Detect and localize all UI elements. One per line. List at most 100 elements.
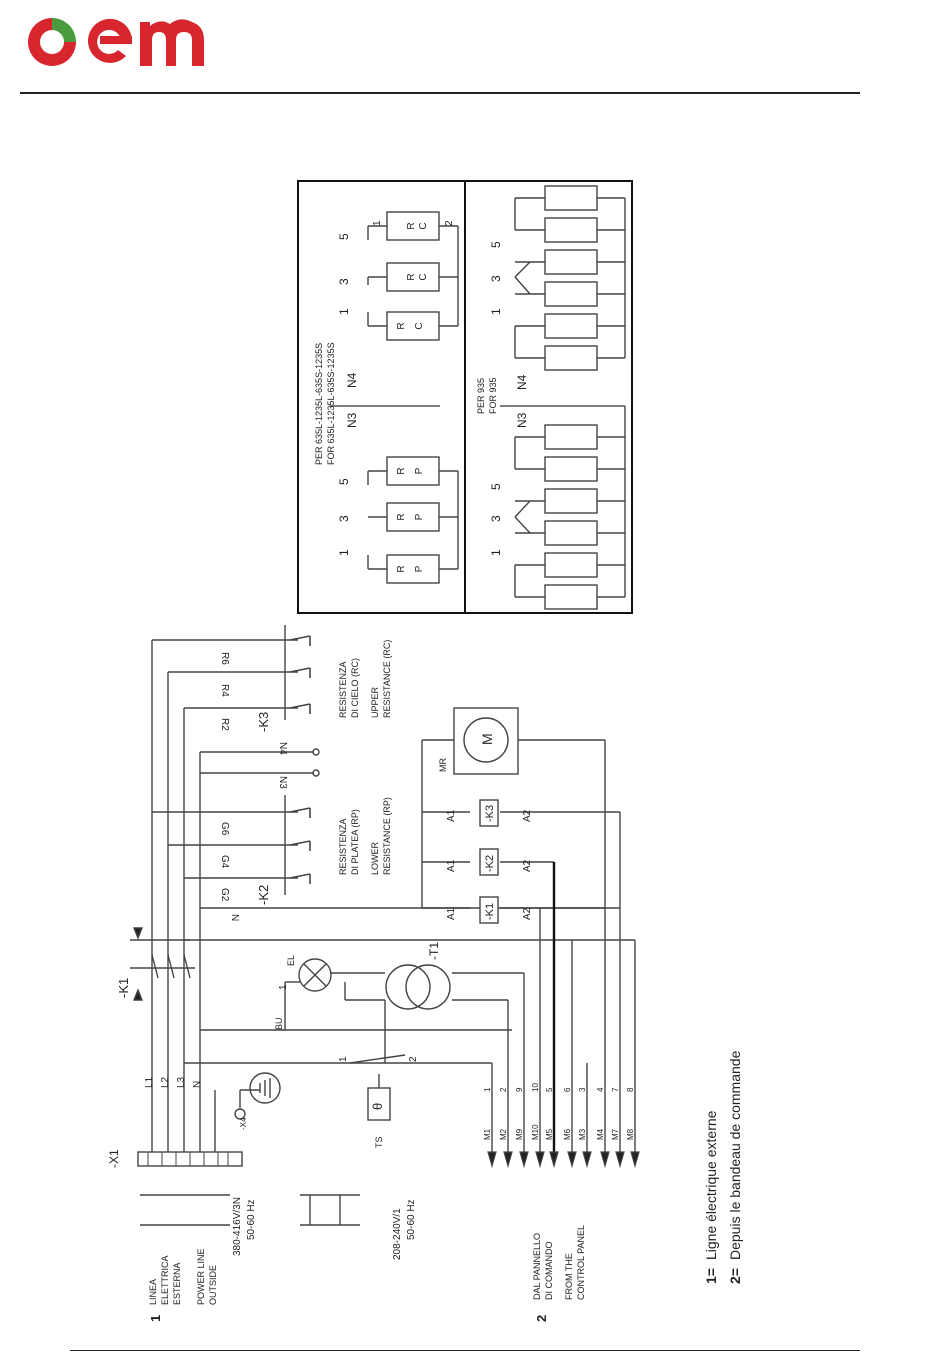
- rp-letters: P: [414, 513, 425, 520]
- x4-label: -X4: [239, 1117, 248, 1130]
- m-number: 5: [545, 1087, 554, 1092]
- legend-title: FOR 635L-1235L-635S-1235S: [326, 342, 336, 465]
- thermostat-label: TS: [374, 1136, 384, 1148]
- item2-num: 2: [534, 1315, 549, 1322]
- n4-label: N4: [515, 374, 529, 390]
- line-label: L1: [144, 1076, 155, 1088]
- wire-label: R6: [219, 652, 230, 665]
- lamp-label: EL: [286, 955, 296, 966]
- rc-letters: R: [396, 322, 407, 329]
- rc-letters: R: [406, 273, 417, 280]
- legend-title: PER 935: [476, 378, 486, 414]
- group-label: 1: [489, 549, 503, 556]
- group-label: 5: [337, 233, 351, 240]
- motor-symbol: M: [479, 733, 495, 745]
- lower-res-label: LOWER: [370, 841, 380, 875]
- m-terminal: M6: [563, 1128, 572, 1140]
- wire-label: G4: [219, 855, 230, 869]
- coil-label: -K1: [484, 903, 496, 920]
- thermostat-symbol: θ: [370, 1103, 385, 1110]
- item2-label: CONTROL PANEL: [576, 1225, 586, 1300]
- m-terminal: M3: [578, 1128, 587, 1140]
- rc-letters: C: [418, 222, 429, 229]
- group-label: 3: [337, 278, 351, 285]
- voltage-1: 208-240V/1: [392, 1208, 403, 1260]
- item2-label: DAL PANNELLO: [532, 1233, 542, 1300]
- line-label: L2: [160, 1076, 171, 1088]
- rp-block-top: [330, 405, 459, 584]
- m-terminal: M8: [626, 1128, 635, 1140]
- wire-label: R4: [219, 684, 230, 697]
- m-terminal: M10: [531, 1124, 540, 1140]
- k3-label: -K3: [256, 712, 271, 732]
- coil-label: -K3: [484, 805, 496, 822]
- m-number: 3: [578, 1087, 587, 1092]
- upper-res-label: UPPER: [370, 686, 380, 718]
- terminal-label: 2: [444, 220, 455, 226]
- group-label: 5: [489, 241, 503, 248]
- wire-label: N3: [277, 776, 288, 789]
- rc-letters: C: [414, 322, 425, 329]
- lower-res-label: RESISTENZA: [338, 818, 348, 875]
- note-1-num: 1=: [703, 1268, 719, 1284]
- item1-label: POWER LINE: [196, 1248, 206, 1305]
- coil-a1: A1: [446, 907, 457, 920]
- n3-label: N3: [515, 412, 529, 428]
- m-number: 9: [515, 1087, 524, 1092]
- footer-rule: [70, 1350, 860, 1351]
- item2-label: DI COMANDO: [544, 1242, 554, 1301]
- item2-label: FROM THE: [564, 1253, 574, 1300]
- k1-label: -K1: [116, 978, 131, 998]
- m-terminal: M2: [499, 1128, 508, 1140]
- coil-a2: A2: [522, 809, 533, 822]
- coil-a2: A2: [522, 907, 533, 920]
- m-number: 2: [499, 1087, 508, 1092]
- m-number: 10: [531, 1083, 540, 1092]
- header-rule: [20, 92, 860, 94]
- rc-letters: R: [406, 222, 417, 229]
- wire-label: G2: [219, 888, 230, 902]
- terminal-label: 1: [372, 220, 383, 226]
- n4-label: N4: [345, 372, 359, 388]
- oem-logo: oem: [22, 10, 212, 72]
- group-label: 1: [337, 549, 351, 556]
- note-2-text: Depuis le bandeau de commande: [727, 1050, 743, 1260]
- m-terminal: M9: [515, 1128, 524, 1140]
- rp-block-bottom: [500, 405, 626, 610]
- wire-label: G6: [219, 822, 230, 836]
- m-terminal: M5: [545, 1128, 554, 1140]
- group-label: 3: [337, 515, 351, 522]
- group-label: 3: [489, 515, 503, 522]
- rc-block-top: [367, 211, 459, 341]
- rp-letters: R: [396, 467, 407, 474]
- group-label: 3: [489, 275, 503, 282]
- coil-a2: A2: [522, 859, 533, 872]
- voltage-3n: 50-60 Hz: [246, 1199, 257, 1240]
- thermostat-term: 2: [408, 1056, 419, 1062]
- legend-title: PER 635L-1235L-635S-1235S: [314, 343, 324, 465]
- item1-label: ELETTRICA: [160, 1255, 170, 1305]
- upper-res-label: DI CIELO (RC): [350, 658, 360, 718]
- item1-label: OUTSIDE: [208, 1265, 218, 1305]
- bu-label: BU: [274, 1017, 284, 1030]
- note-2-num: 2=: [727, 1268, 743, 1284]
- transformer-label: -T1: [427, 942, 441, 960]
- m-number: 6: [563, 1087, 572, 1092]
- coil-a1: A1: [446, 809, 457, 822]
- group-label: 1: [337, 308, 351, 315]
- line-label: N: [192, 1081, 203, 1088]
- line-label: L3: [176, 1076, 187, 1088]
- group-label: 5: [337, 478, 351, 485]
- rc-block-bottom: [514, 185, 626, 371]
- coil-label: -K2: [484, 855, 496, 872]
- m-number: 1: [483, 1087, 492, 1092]
- upper-res-label: RESISTANCE (RC): [382, 640, 392, 718]
- wire-label: R2: [219, 718, 230, 731]
- m-terminal: M1: [483, 1128, 492, 1140]
- k2-label: -K2: [256, 885, 271, 905]
- rc-letters: C: [418, 273, 429, 280]
- m-number: 7: [611, 1087, 620, 1092]
- rp-letters: P: [414, 467, 425, 474]
- m-number: 4: [596, 1087, 605, 1092]
